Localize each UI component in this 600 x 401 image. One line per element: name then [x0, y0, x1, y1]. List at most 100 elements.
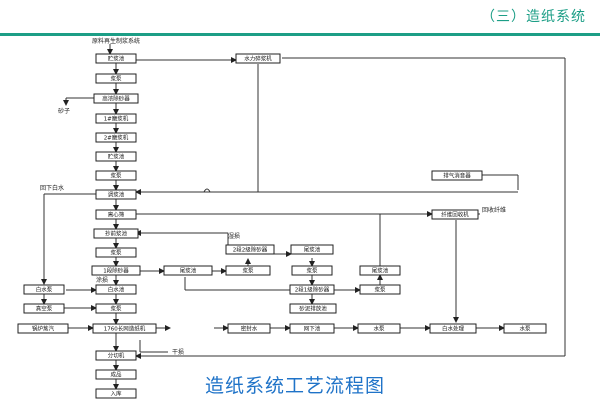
node-box [23, 284, 65, 295]
node-label-n-cleaner-l: 低浓除砂器 [593, 398, 598, 401]
node-box [95, 53, 137, 64]
node-box [359, 284, 401, 295]
node-box [95, 209, 137, 220]
node-box [289, 284, 335, 295]
node-label: 贮浆池 [108, 55, 125, 63]
node-n-hydrapulper: 水力碎浆机 [235, 53, 281, 64]
return-water-label: 回下白水 [40, 184, 64, 192]
node-label: 离心筛 [108, 211, 125, 219]
node-box [357, 323, 401, 334]
feed-note: 原料再生制浆系统 [92, 37, 140, 45]
node-box [225, 244, 275, 255]
header: （三）造纸系统 [0, 0, 600, 30]
node-label: 尾浆池 [304, 246, 321, 254]
node-n-cleaner1: 1段除砂器 [91, 265, 141, 276]
diagram-caption: 造纸系统工艺流程图 [205, 375, 386, 397]
node-box [289, 303, 337, 314]
node-n-water-pump-l: 白水泵 [23, 284, 65, 295]
node-n-cleaner-hd: 高浓除砂器 [93, 93, 139, 104]
node-label: 2段2级除砂器 [233, 246, 268, 254]
node-n-pump8: 浆泵 [359, 284, 401, 295]
node-n-cleaner3: 2段1级除砂器 [289, 284, 335, 295]
node-box [429, 323, 477, 334]
node-box [93, 228, 139, 239]
node-label: 密封水 [241, 325, 258, 333]
node-n-cleaner2: 2段2级除砂器 [225, 244, 275, 255]
node-n-vacuum: 真空泵 [23, 303, 65, 314]
node-label: 抄前浆池 [105, 230, 128, 238]
node-label: 高浓除砂器 [102, 95, 130, 103]
node-label: 砂泥排放池 [299, 305, 327, 313]
node-n-tail-chest2: 尾浆池 [290, 244, 334, 255]
page-title: （三）造纸系统 [481, 9, 586, 25]
node-label: 水泵 [519, 325, 531, 333]
node-n-pump7: 浆泵 [291, 265, 333, 276]
node-box [359, 265, 401, 276]
node-label: 1#磨浆机 [104, 115, 129, 123]
node-label: 水泵 [373, 325, 385, 333]
node-n-chest1: 贮浆池 [95, 53, 137, 64]
node-label: 浆泵 [110, 249, 122, 257]
node-label-n-headbox: 流浆箱 [595, 398, 598, 401]
node-box [95, 284, 137, 295]
annotations: 原料再生制浆系统 砂子 回下白水 湿损 涂损 回收纤维 干损 [40, 37, 506, 356]
node-label: 1段除砂器 [103, 267, 129, 275]
node-box [431, 170, 483, 181]
node-box [92, 323, 157, 334]
node-box [95, 73, 137, 84]
node-label: 浆泵 [110, 75, 122, 83]
node-n-pump9: 水泵 [357, 323, 401, 334]
node-n-wire-pit: 网下池 [289, 323, 335, 334]
node-label: 2段1级除砂器 [295, 286, 330, 294]
node-label: 白水泵 [36, 286, 53, 294]
node-label: 浆泵 [110, 305, 122, 313]
node-n-pump6: 浆泵 [225, 265, 271, 276]
node-label: 白水处理 [442, 325, 465, 333]
flow-lines [41, 44, 566, 390]
wet-broke-label: 湿损 [228, 232, 240, 240]
node-box [289, 323, 335, 334]
node-box [95, 113, 137, 124]
node-box [95, 350, 137, 361]
node-box [95, 388, 137, 399]
node-n-storage: 入库 [95, 388, 137, 399]
node-box [23, 303, 65, 314]
node-box [91, 265, 141, 276]
node-label: 水力碎浆机 [244, 55, 272, 63]
node-box [290, 244, 334, 255]
node-n-machine-chest: 抄前浆池 [93, 228, 139, 239]
header-divider [0, 33, 600, 36]
node-label: 浆泵 [374, 286, 386, 294]
node-n-screen: 离心筛 [95, 209, 137, 220]
recovered-fiber-label: 回收纤维 [482, 206, 506, 214]
node-n-machine: 1760长网造纸机 [92, 323, 157, 334]
dry-broke-label: 干损 [172, 348, 184, 356]
node-box [95, 247, 137, 258]
node-n-fiber-recovery: 纤维回收机 [431, 209, 479, 220]
node-n-white-water: 白水处理 [429, 323, 477, 334]
node-box [227, 323, 271, 334]
node-box [431, 209, 479, 220]
node-n-pump4: 浆泵 [95, 247, 137, 258]
node-box [95, 170, 137, 181]
node-box [17, 323, 69, 334]
node-label: 排气消音器 [443, 172, 471, 180]
node-box [163, 265, 213, 276]
node-n-pump5: 浆泵 [95, 303, 137, 314]
node-box [95, 151, 137, 162]
node-label-n-pump3: 浆泵 [596, 398, 598, 401]
node-n-boiler: 锅炉蒸汽 [17, 323, 69, 334]
coated-broke-label: 涂损 [96, 276, 108, 284]
node-n-exhaust: 排气消音器 [431, 170, 483, 181]
node-n-tail-chest: 尾浆池 [163, 265, 213, 276]
node-n-water-chest: 白水池 [95, 284, 137, 295]
node-label: 入库 [110, 390, 122, 398]
node-label: 浆泵 [242, 267, 254, 275]
node-n-pump1: 浆泵 [95, 73, 137, 84]
node-label: 锅炉蒸汽 [32, 325, 55, 333]
node-label: 纤维回收机 [441, 211, 469, 219]
node-label: 白水池 [108, 286, 125, 294]
node-n-mix-chest: 调浆池 [95, 189, 137, 200]
node-box [503, 323, 547, 334]
